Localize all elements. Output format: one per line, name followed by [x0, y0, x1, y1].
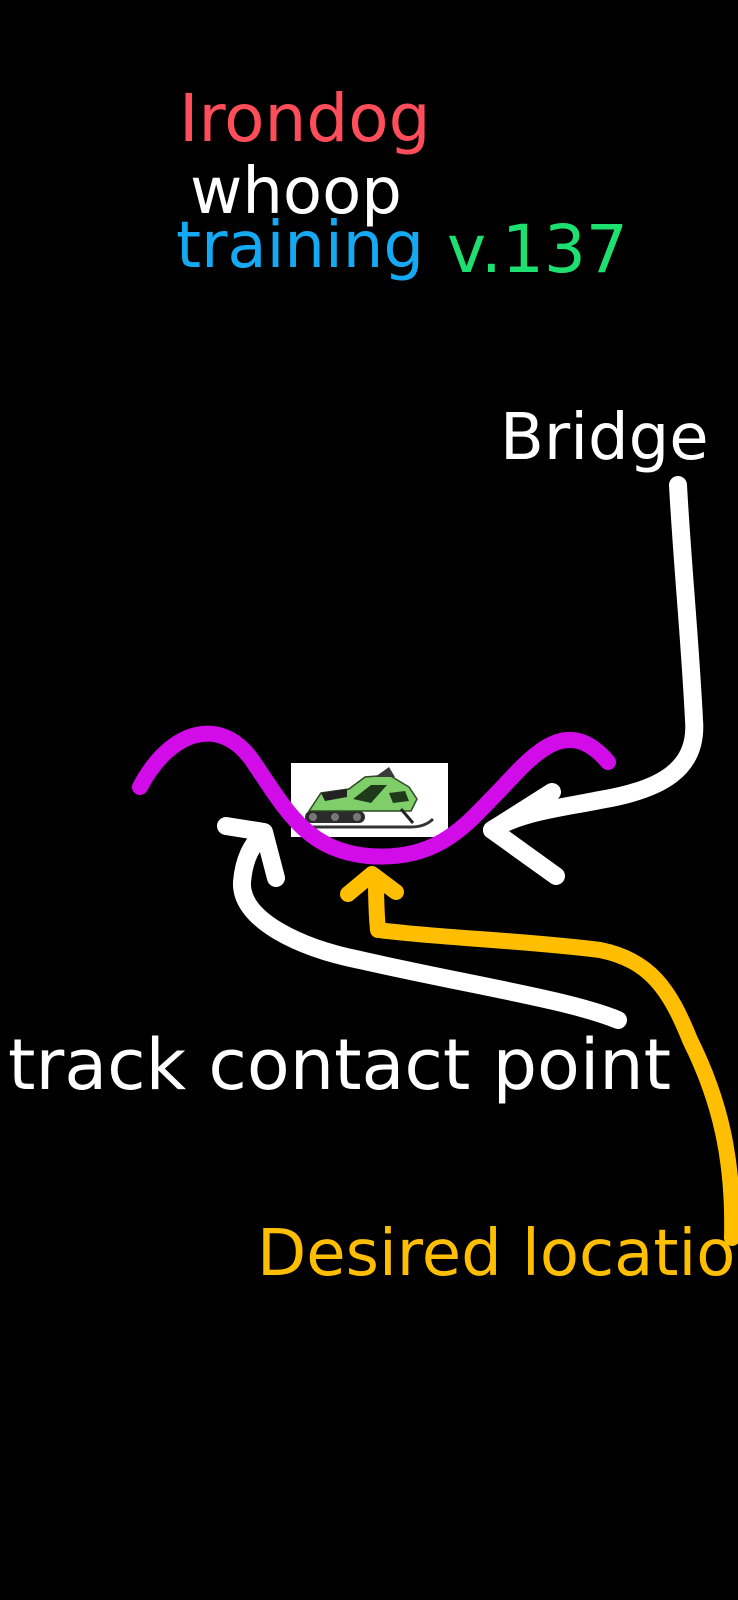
title-whoop: whoop	[190, 155, 402, 229]
snowmobile-icon	[305, 767, 435, 829]
desired-location-arrowhead	[340, 866, 404, 902]
title-irondog: Irondog	[179, 80, 431, 157]
bridge-arrowhead	[483, 783, 565, 885]
track-contact-arrow	[233, 826, 627, 1029]
desired-location-label: Desired location	[257, 1217, 738, 1291]
snowmobile-image	[291, 763, 448, 837]
version-label: v.137	[447, 211, 628, 288]
bridge-label: Bridge	[500, 401, 709, 475]
track-contact-point-label: track contact point	[8, 1024, 672, 1106]
desired-location-arrow	[368, 870, 738, 1246]
bridge-arrow	[483, 476, 704, 839]
whoop-curve	[132, 725, 616, 865]
title-training: training	[176, 209, 424, 283]
track-contact-arrowhead	[217, 817, 285, 887]
